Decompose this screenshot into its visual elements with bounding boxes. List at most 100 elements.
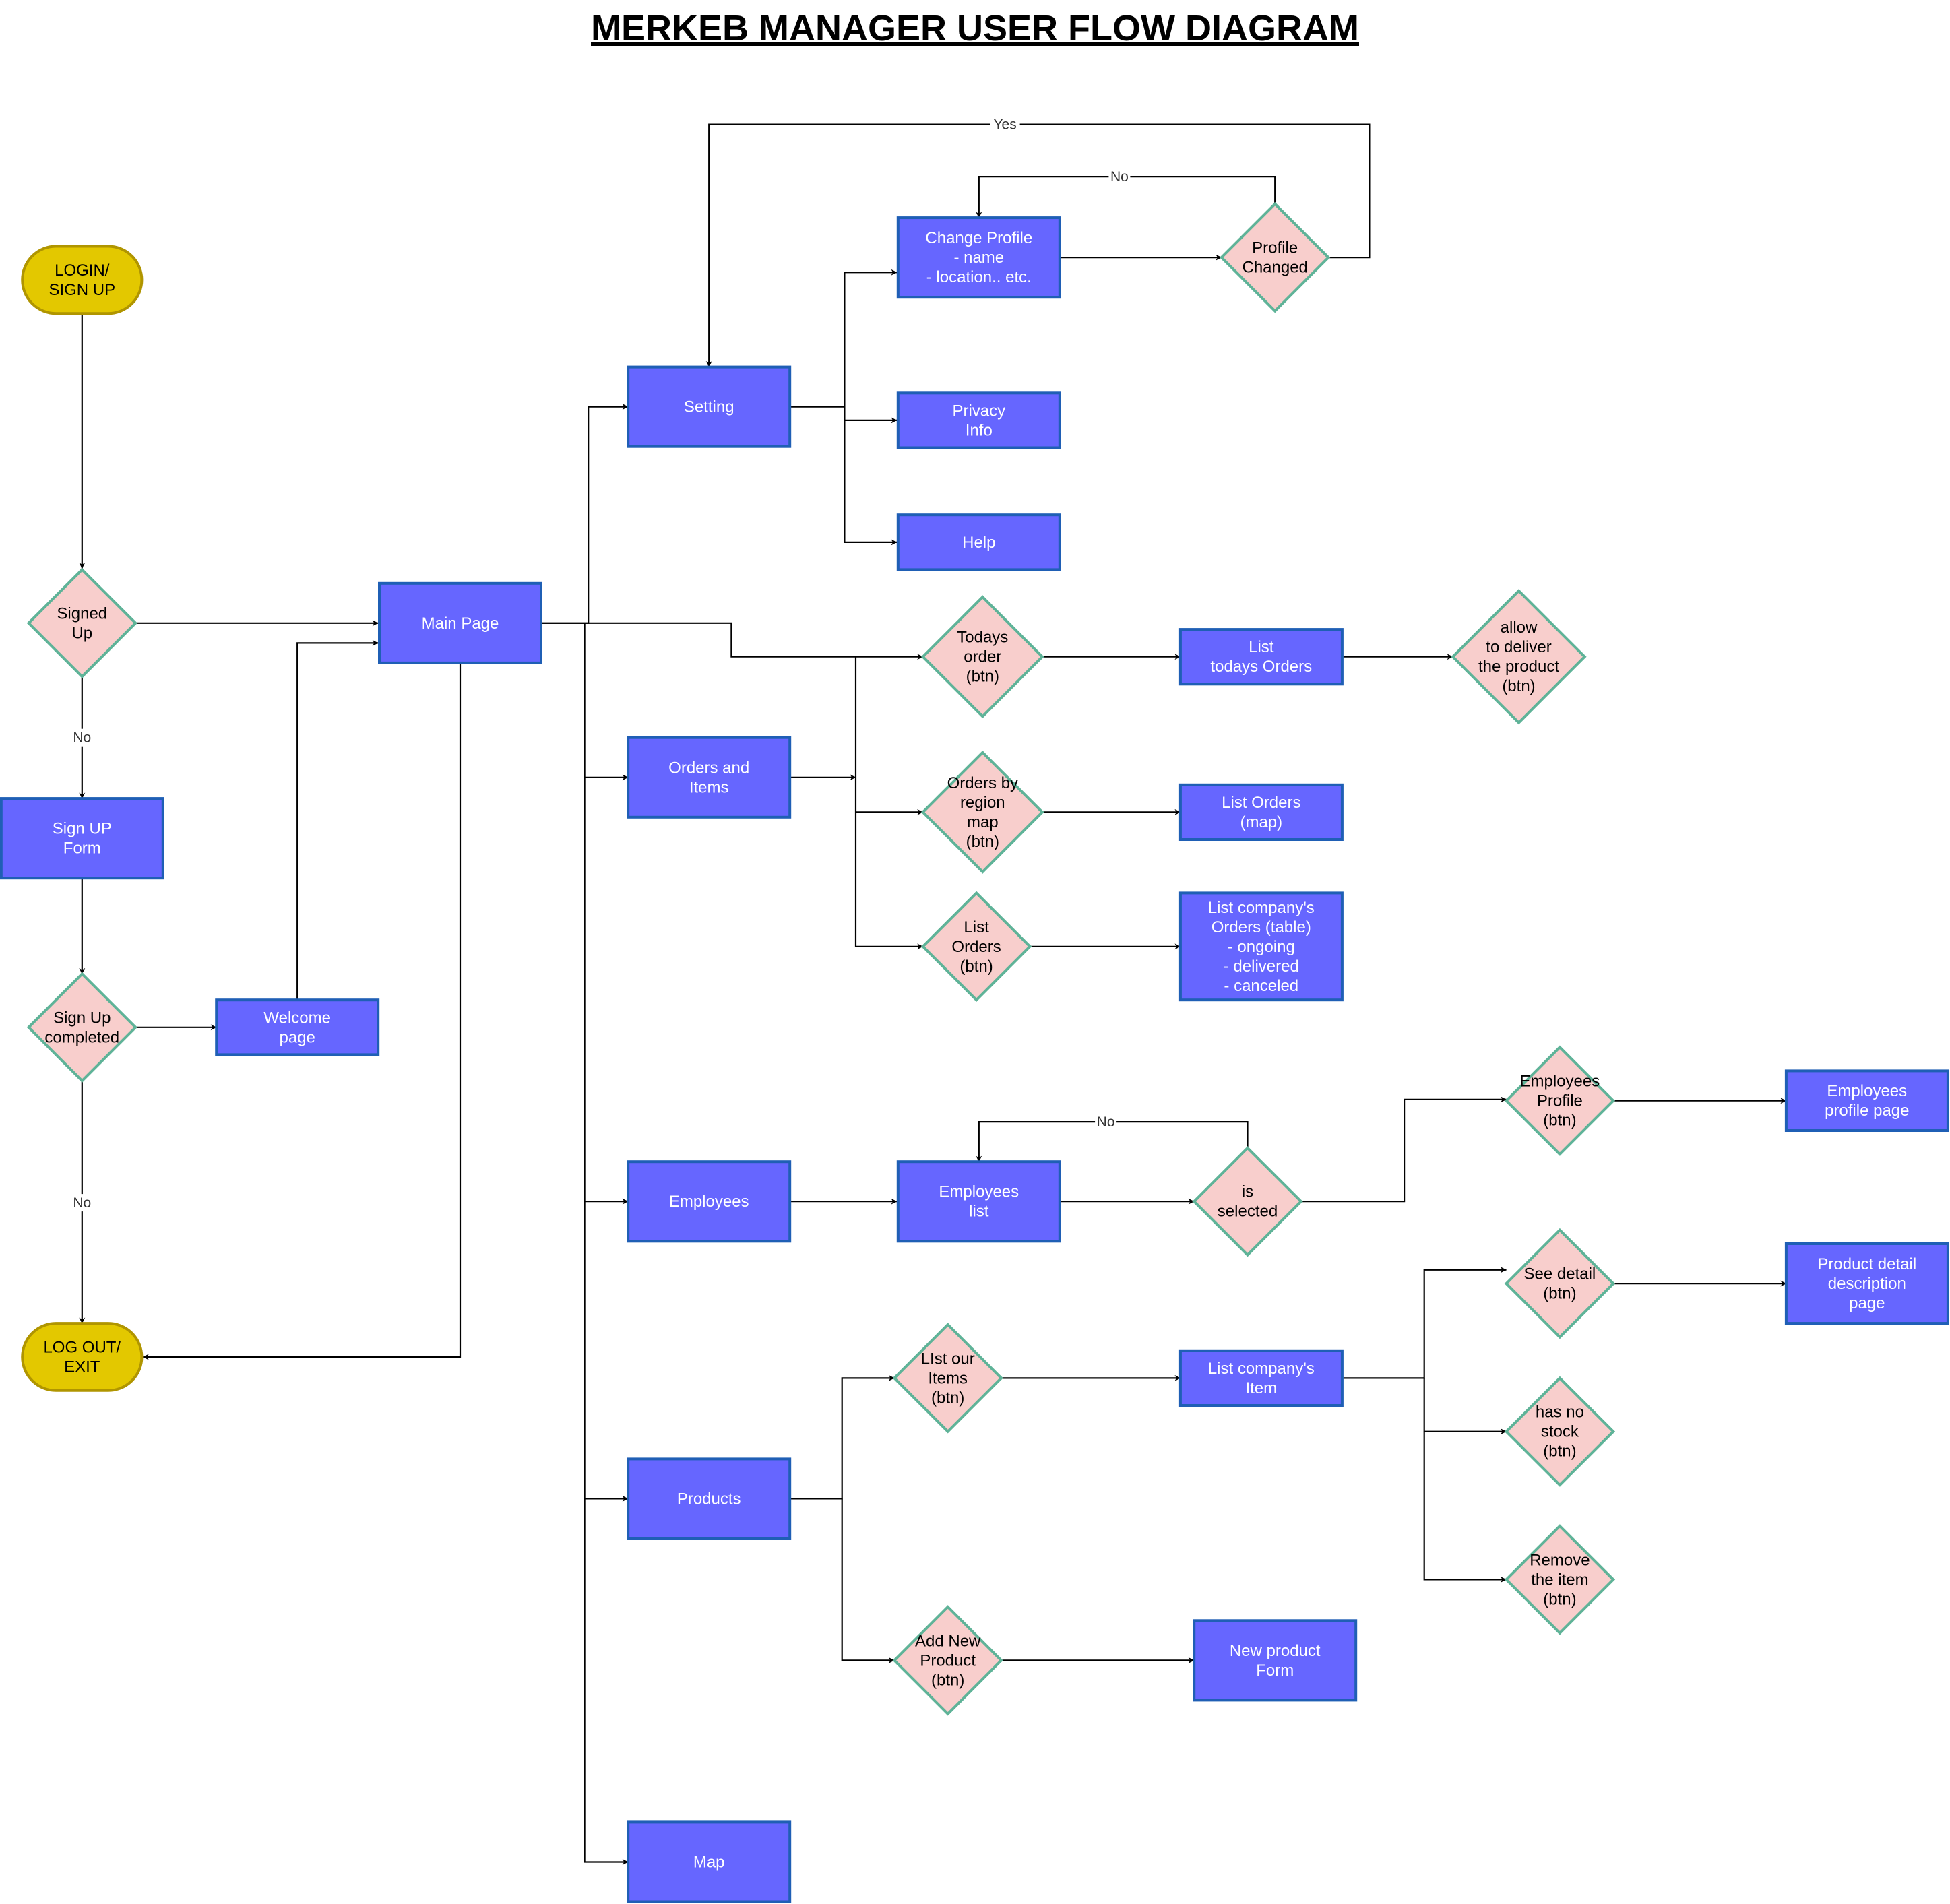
node-profile-changed-line-0: Profile xyxy=(1252,239,1298,257)
node-setting-line-0: Setting xyxy=(684,398,734,416)
node-product-detail-line-1: description xyxy=(1828,1275,1906,1293)
node-list-our-items-line-0: LIst our xyxy=(921,1350,975,1368)
edge-label-no-completed: No xyxy=(71,1194,93,1212)
node-see-detail: See detail (btn) xyxy=(1504,1228,1616,1339)
node-employees-profile-btn-line-2: (btn) xyxy=(1543,1112,1576,1130)
svg-text:No: No xyxy=(73,730,91,746)
node-logout-line-1: EXIT xyxy=(64,1358,100,1376)
node-change-profile: Change Profile- name- location.. etc. xyxy=(896,216,1061,299)
node-signed-up-line-1: Up xyxy=(71,624,92,642)
node-list-orders-btn-line-0: List xyxy=(964,918,989,937)
edge-9 xyxy=(541,622,924,660)
node-list-orders-map-line-1: (map) xyxy=(1240,813,1282,831)
edge-30 xyxy=(1300,1096,1507,1203)
node-orders-region-line-1: region xyxy=(960,794,1005,812)
node-privacy-info-line-1: Info xyxy=(966,421,993,439)
node-new-product-form-line-1: Form xyxy=(1256,1661,1294,1680)
node-employees-profile-page-line-1: profile page xyxy=(1825,1102,1909,1120)
node-remove-item-line-0: Remove xyxy=(1530,1551,1590,1569)
node-map: Map xyxy=(627,1820,792,1903)
node-no-stock-line-0: has no xyxy=(1536,1403,1584,1422)
svg-text:No: No xyxy=(1110,169,1129,185)
edge-11 xyxy=(584,777,629,1205)
node-list-orders-map-line-0: List Orders xyxy=(1222,794,1300,812)
edge-label-no-signed: No xyxy=(71,728,93,747)
node-products: Products xyxy=(627,1457,792,1540)
node-list-todays-orders-line-0: List xyxy=(1249,638,1274,656)
edge-5 xyxy=(296,639,379,1001)
node-main-page: Main Page xyxy=(378,581,542,664)
svg-text:No: No xyxy=(1097,1114,1115,1130)
node-employees: Employees xyxy=(627,1160,792,1243)
edge-label-no-selected: No xyxy=(1095,1113,1117,1131)
node-orders-items-line-0: Orders and xyxy=(668,759,749,777)
node-list-orders-btn-line-1: Orders xyxy=(951,938,1001,956)
node-map-line-0: Map xyxy=(693,1853,725,1872)
node-employees-profile-page-line-0: Employees xyxy=(1827,1082,1907,1100)
node-employees-list-line-1: list xyxy=(969,1203,989,1221)
node-is-selected-line-1: selected xyxy=(1218,1203,1278,1221)
node-employees-profile-page: Employees profile page xyxy=(1784,1069,1949,1133)
edge-16 xyxy=(844,420,898,546)
edge-10 xyxy=(584,623,629,781)
node-list-company-orders-line-1: Orders (table) xyxy=(1212,918,1311,937)
node-employees-profile-btn-line-1: Profile xyxy=(1537,1092,1583,1110)
node-employees-line-0: Employees xyxy=(669,1193,749,1211)
node-logout-line-0: LOG OUT/ xyxy=(43,1339,121,1357)
node-privacy-info-line-0: Privacy xyxy=(952,402,1005,420)
node-employees-list-line-0: Employees xyxy=(939,1183,1019,1201)
node-welcome-line-1: page xyxy=(280,1028,315,1046)
edge-13 xyxy=(584,1498,629,1865)
node-list-company-orders-line-0: List company's xyxy=(1208,899,1315,917)
node-list-orders-btn-line-2: (btn) xyxy=(960,957,993,976)
edge-19 xyxy=(705,123,1371,368)
edge-38 xyxy=(1423,1431,1507,1583)
node-signed-up-line-0: Signed xyxy=(57,604,107,623)
node-add-new-product-line-2: (btn) xyxy=(931,1671,964,1689)
node-add-new-product-line-0: Add New xyxy=(915,1632,981,1650)
node-signup-form-line-0: Sign UP xyxy=(53,820,112,838)
edge-label-no-profile: No xyxy=(1108,168,1131,186)
node-list-orders-map: List Orders(map) xyxy=(1178,783,1344,842)
node-remove-item-line-1: the item xyxy=(1531,1570,1588,1589)
edge-8 xyxy=(541,404,629,624)
node-todays-order-line-1: order xyxy=(964,648,1001,666)
node-todays-order-line-0: Todays xyxy=(957,629,1008,647)
node-main-page-line-0: Main Page xyxy=(422,614,499,633)
node-list-todays-orders-line-1: todays Orders xyxy=(1210,658,1312,676)
node-list-company-orders-line-4: - canceled xyxy=(1224,977,1298,995)
node-login-line-0: LOGIN/ xyxy=(55,261,110,280)
node-signup-form-line-1: Form xyxy=(63,839,101,858)
node-product-detail-line-2: page xyxy=(1849,1294,1885,1312)
node-change-profile-line-2: - location.. etc. xyxy=(926,268,1032,286)
node-welcome-line-0: Welcome xyxy=(263,1009,331,1027)
edge-33 xyxy=(841,1498,895,1663)
node-see-detail-line-0: See detail xyxy=(1524,1265,1596,1283)
node-allow-deliver-line-2: the product xyxy=(1478,658,1559,676)
node-allow-deliver-line-1: to deliver xyxy=(1486,638,1551,656)
node-remove-item-line-2: (btn) xyxy=(1543,1590,1576,1608)
node-see-detail-line-1: (btn) xyxy=(1543,1285,1576,1303)
node-signup-completed-line-1: completed xyxy=(44,1028,119,1046)
node-login: LOGIN/SIGN UP xyxy=(21,245,144,315)
node-products-line-0: Products xyxy=(677,1490,741,1508)
